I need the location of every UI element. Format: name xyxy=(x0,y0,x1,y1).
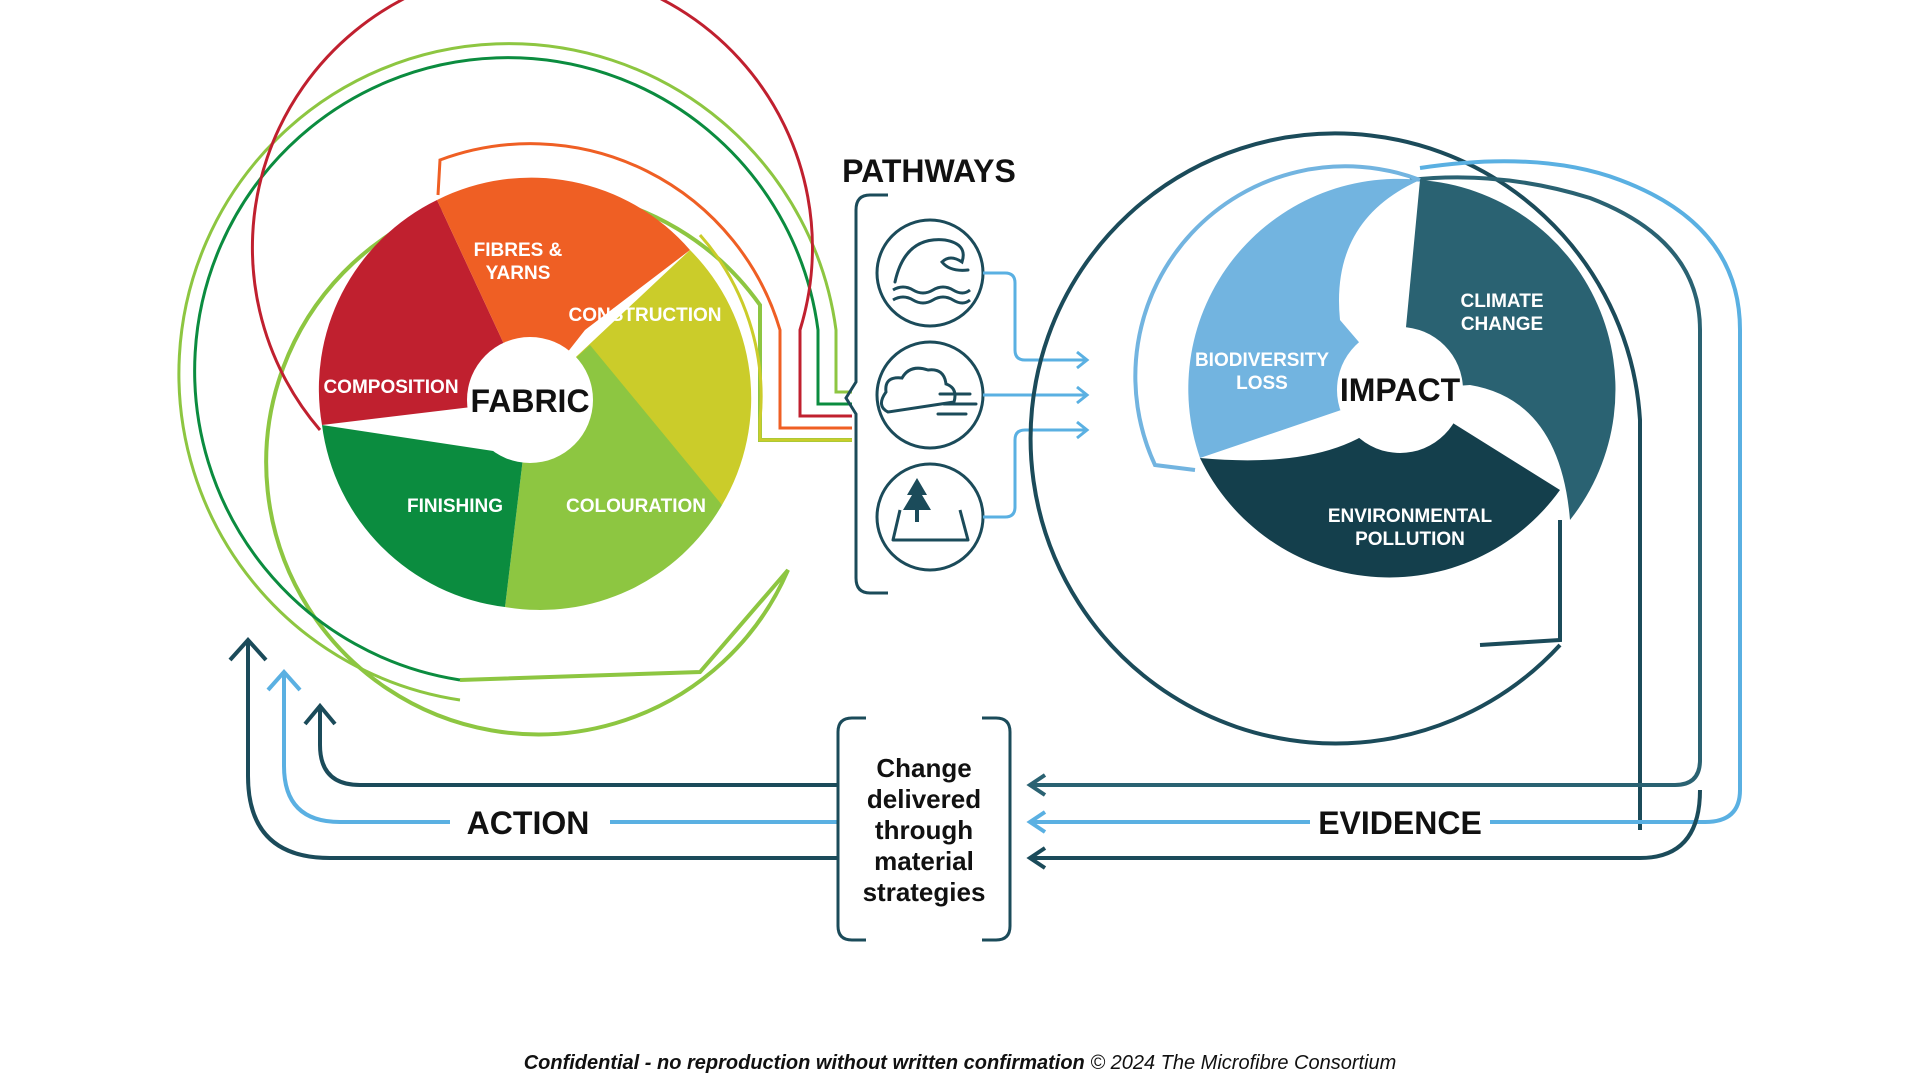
segment-construction xyxy=(530,250,752,505)
footer-copyright: © 2024 The Microfibre Consortium xyxy=(1084,1052,1397,1074)
fabric-hub xyxy=(467,337,593,463)
footer-confidential: Confidential - no reproduction without w… xyxy=(523,1052,1085,1074)
fabric-outer-line-light-green-2 xyxy=(177,42,852,702)
pathway-arrows xyxy=(983,271,1090,519)
label-composition: COMPOSITION xyxy=(323,377,458,398)
label-biodiversity-loss-2: LOSS xyxy=(1236,373,1288,394)
label-biodiversity-loss-1: BIODIVERSITY xyxy=(1195,350,1329,371)
change-box: Change delivered through material strate… xyxy=(836,716,1012,942)
impact-outer-line-light xyxy=(1030,159,1742,824)
impact-wheel: IMPACT CLIMATE CHANGE BIODIVERSITY LOSS … xyxy=(1028,131,1742,830)
change-box-left-bracket xyxy=(836,716,866,942)
feedback-loop xyxy=(228,637,1702,870)
wave-icon xyxy=(875,218,985,328)
change-box-line-3: through xyxy=(875,815,973,845)
pathways: PATHWAYS xyxy=(842,153,1090,595)
action-line-middle xyxy=(282,672,838,824)
cloud-wind-icon xyxy=(875,340,985,450)
biodiversity-trail xyxy=(1133,164,1421,472)
label-construction: CONSTRUCTION xyxy=(568,305,721,326)
fabric-wheel: FABRIC FIBRES & YARNS CONSTRUCTION COMPO… xyxy=(177,0,852,737)
change-box-line-5: strategies xyxy=(863,877,986,907)
label-environmental-pollution-1: ENVIRONMENTAL xyxy=(1328,506,1493,527)
tree-land-icon xyxy=(875,462,985,572)
fabric-outer-line-orange xyxy=(436,142,852,430)
segment-finishing xyxy=(322,400,530,607)
fabric-outer-line-yellow xyxy=(698,234,852,442)
pathways-bracket xyxy=(844,193,888,595)
fabric-hub-label: FABRIC xyxy=(470,383,589,419)
change-box-line-4: material xyxy=(874,846,974,876)
action-line-inner xyxy=(318,706,838,787)
action-line-outer xyxy=(246,640,838,860)
label-fibres-yarns-1: FIBRES & xyxy=(474,240,563,261)
impact-hub-label: IMPACT xyxy=(1340,372,1461,408)
label-environmental-pollution-2: POLLUTION xyxy=(1355,529,1465,550)
segment-environmental-pollution xyxy=(1200,390,1560,578)
footer-notice: Confidential - no reproduction without w… xyxy=(0,1052,1920,1075)
label-climate-change-1: CLIMATE xyxy=(1460,291,1543,312)
action-label: ACTION xyxy=(467,805,590,841)
label-colouration: COLOURATION xyxy=(566,496,706,517)
impact-outer-ring xyxy=(1028,131,1642,830)
change-box-line-2: delivered xyxy=(867,784,981,814)
impact-hub xyxy=(1337,327,1463,453)
pathways-title: PATHWAYS xyxy=(842,153,1016,189)
change-box-line-1: Change xyxy=(876,753,971,783)
segment-fibres-yarns xyxy=(437,177,690,400)
change-box-right-bracket xyxy=(982,716,1012,942)
evidence-label: EVIDENCE xyxy=(1318,805,1482,841)
fabric-outer-line-green xyxy=(193,56,852,682)
label-fibres-yarns-2: YARNS xyxy=(486,263,551,284)
label-climate-change-2: CHANGE xyxy=(1461,314,1543,335)
fabric-outer-line-red xyxy=(250,0,852,431)
impact-outer-line-dark xyxy=(1030,175,1702,787)
label-finishing: FINISHING xyxy=(407,496,503,517)
pollution-trail xyxy=(1479,520,1562,647)
segment-climate-change xyxy=(1400,180,1616,520)
